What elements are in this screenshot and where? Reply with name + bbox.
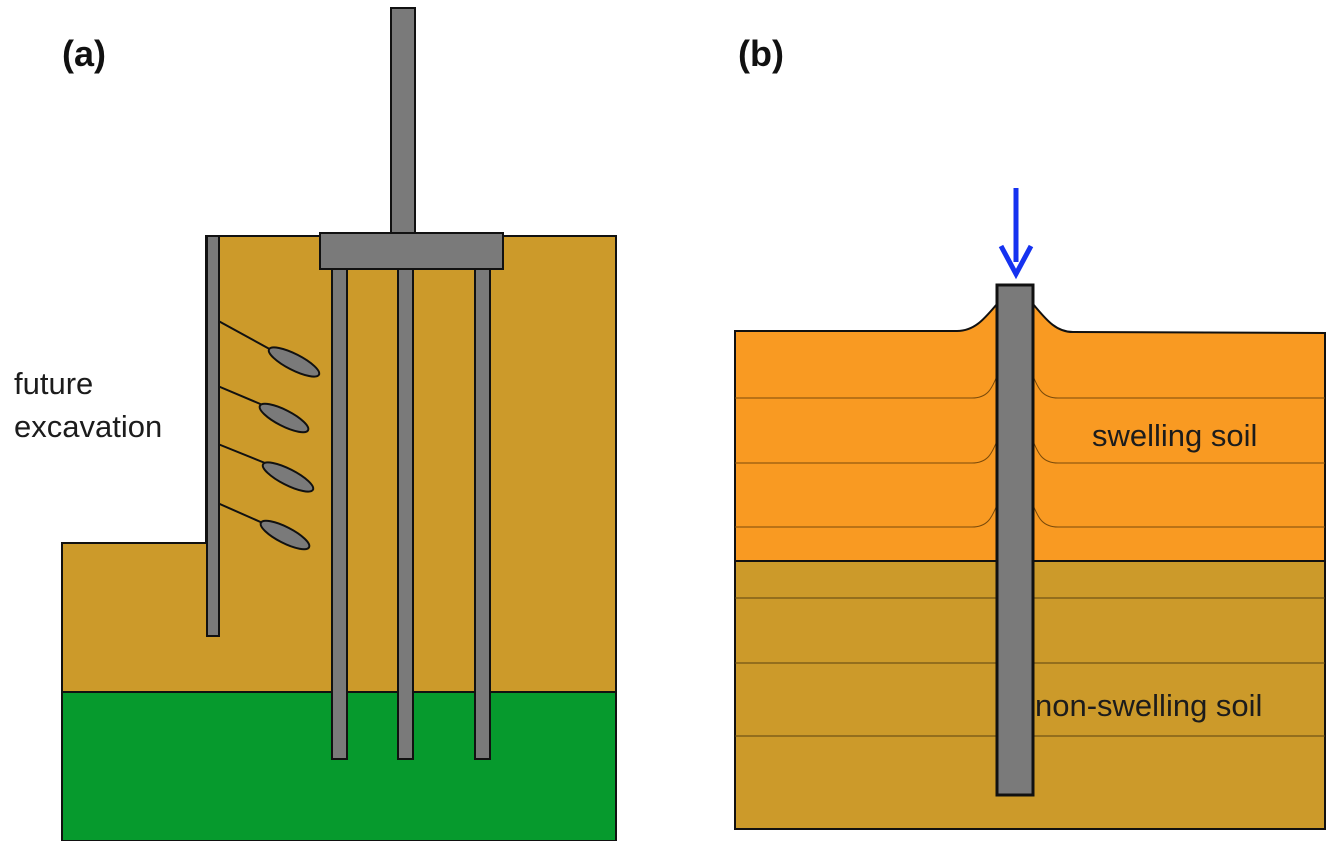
- annotation-backdrop: [10, 362, 204, 444]
- sublayer-line: [735, 440, 1325, 464]
- non-swelling-soil-label: non-swelling soil: [1035, 688, 1262, 723]
- panel-b: (b) swelling soil non-swelling soil: [734, 33, 1326, 830]
- anchor-grout-body: [259, 519, 311, 551]
- swelling-sublayers: [735, 375, 1325, 528]
- anchor-tendon: [212, 317, 276, 353]
- column: [390, 7, 416, 234]
- anchor-grout-body: [258, 402, 310, 434]
- anchor-grout-body: [267, 346, 321, 378]
- annotation-future: future: [14, 366, 93, 401]
- retaining-wall: [206, 235, 220, 637]
- pile: [397, 267, 414, 760]
- anchor-tendon: [212, 383, 266, 407]
- load-arrow-icon: [998, 188, 1034, 280]
- anchor-tendon: [212, 441, 271, 466]
- load-arrow-head: [998, 244, 1034, 280]
- anchor-tendon: [212, 500, 266, 525]
- sublayer-line: [735, 504, 1325, 528]
- ground-anchors: [212, 317, 321, 551]
- anchor-grout-body: [261, 461, 315, 493]
- panel-a-label: (a): [62, 33, 106, 74]
- annotation-excavation: excavation: [14, 409, 162, 444]
- sublayer-line: [735, 375, 1325, 399]
- pile: [474, 267, 491, 760]
- panel-a: (a) future excavation: [10, 7, 617, 841]
- swelling-soil-label: swelling soil: [1092, 418, 1257, 453]
- pile: [995, 283, 1035, 797]
- panel-b-label: (b): [738, 33, 784, 74]
- pile: [331, 267, 348, 760]
- pile-cap: [319, 232, 504, 270]
